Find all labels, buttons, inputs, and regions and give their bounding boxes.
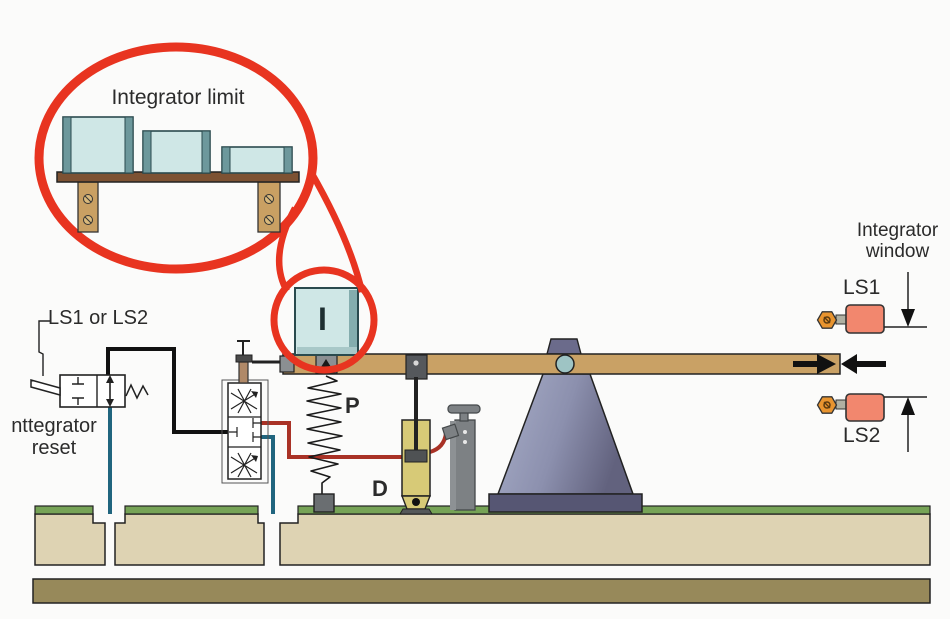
- limit-switch-ls2: [816, 393, 885, 422]
- dashpot-piston: [404, 449, 428, 463]
- pivot-pin: [555, 354, 575, 374]
- spring-connector-arrow: [321, 359, 331, 367]
- ls1-nut-slot: [823, 316, 831, 324]
- dashpot: [399, 377, 433, 515]
- flow-control-bottom-arrow: [251, 455, 258, 462]
- linkage-pin: [237, 340, 250, 355]
- valve-block-ports: [229, 418, 261, 442]
- limit-box-medium: [142, 130, 211, 174]
- reset-valve: [30, 320, 149, 408]
- window-dimension-ls1: [884, 272, 927, 328]
- grass-middle: [124, 505, 259, 515]
- valve-flow-arrow-down: [106, 399, 114, 407]
- linkage-rod: [238, 361, 249, 384]
- fulcrum-body: [496, 373, 635, 495]
- fulcrum-base: [488, 493, 643, 513]
- dashpot-connector: [405, 354, 428, 380]
- pump-hole-1: [463, 430, 467, 434]
- grass-left: [34, 505, 94, 515]
- drain-line-valve-block: [261, 435, 275, 514]
- integrator-window-line2: window: [865, 240, 930, 262]
- dashpot-pivot: [412, 498, 420, 506]
- callout-balloon: [34, 42, 378, 374]
- pump-spout: [441, 423, 460, 441]
- ls2-nut-center: [823, 401, 831, 409]
- limit-switch-ls1: [816, 304, 885, 334]
- spring-p: [306, 375, 343, 494]
- callout-circle-small: [270, 266, 378, 374]
- pump-handle: [447, 404, 481, 414]
- subsoil-bar: [32, 578, 931, 604]
- valve-flow-arrow-up: [106, 375, 114, 383]
- valve-block-dividers: [228, 416, 261, 448]
- ground-middle-block: [114, 513, 265, 566]
- dashpot-connector-pin: [413, 360, 419, 366]
- pump-stand: [441, 404, 481, 511]
- integrator-reset-label: nttegrator reset: [0, 415, 108, 459]
- ground: [32, 505, 931, 604]
- valve-lever: [30, 379, 61, 396]
- callout-circle-large: [34, 42, 318, 274]
- integrator-box-body: [294, 287, 359, 356]
- shelf-screws: [83, 194, 274, 225]
- integrator-box-letter: I: [318, 300, 327, 337]
- integrator-limit-label: Integrator limit: [111, 86, 245, 109]
- spring-p-label: P: [345, 393, 360, 418]
- beam-arrow-right-head: [817, 354, 836, 374]
- window-arrow-up: [901, 397, 915, 415]
- limit-shelf: [56, 116, 300, 233]
- ls2-label: LS2: [843, 424, 881, 447]
- pump-column-highlight: [450, 421, 456, 510]
- ls1-nut-center: [823, 316, 831, 324]
- dashpot-d-label: D: [372, 476, 388, 501]
- integrator-box: [294, 287, 359, 356]
- beam-arrow-left-head: [841, 354, 857, 374]
- dashpot-base: [399, 508, 433, 515]
- integrator-reset-line2: reset: [31, 436, 77, 459]
- window-dimension-ls2: [884, 396, 927, 452]
- pump-hole-2: [463, 440, 467, 444]
- valve-return-spring: [125, 383, 149, 400]
- limit-box-large: [62, 116, 134, 174]
- ground-right-block: [279, 513, 931, 566]
- ls1-body: [845, 304, 885, 334]
- valve-block: [221, 379, 269, 484]
- fulcrum-top-clamp: [546, 338, 582, 355]
- ls1-label: LS1: [843, 276, 881, 299]
- window-arrow-down: [901, 309, 915, 327]
- ls2-nut-slot: [823, 401, 831, 409]
- callout-tail-left: [275, 206, 298, 293]
- reset-valve-body: [59, 374, 126, 408]
- ground-left-block: [34, 513, 106, 566]
- hydraulic-line-red: [261, 421, 403, 459]
- linkage-cap: [235, 354, 253, 363]
- pilot-line-black: [106, 347, 229, 434]
- spring-anchor: [313, 493, 335, 513]
- flow-control-top: [230, 388, 258, 414]
- flow-control-top-arrow: [251, 391, 258, 398]
- integrator-window-line1: Integrator: [856, 220, 939, 241]
- fulcrum: [488, 338, 643, 513]
- ls-selector-pointer: [38, 320, 50, 376]
- ls2-body: [845, 393, 885, 422]
- integrator-reset-line1: nttegrator: [11, 415, 97, 437]
- ls-selector-label: LS1 or LS2: [48, 307, 149, 329]
- valve-blocked-symbol: [72, 377, 84, 405]
- flow-control-bottom: [230, 452, 258, 478]
- integrator-window-label: Integrator window: [845, 220, 950, 262]
- integrator-box-bottom: [297, 347, 357, 354]
- limit-box-small: [221, 146, 293, 174]
- integrator-box-side: [349, 290, 357, 353]
- hydraulic-line-pump: [429, 432, 448, 454]
